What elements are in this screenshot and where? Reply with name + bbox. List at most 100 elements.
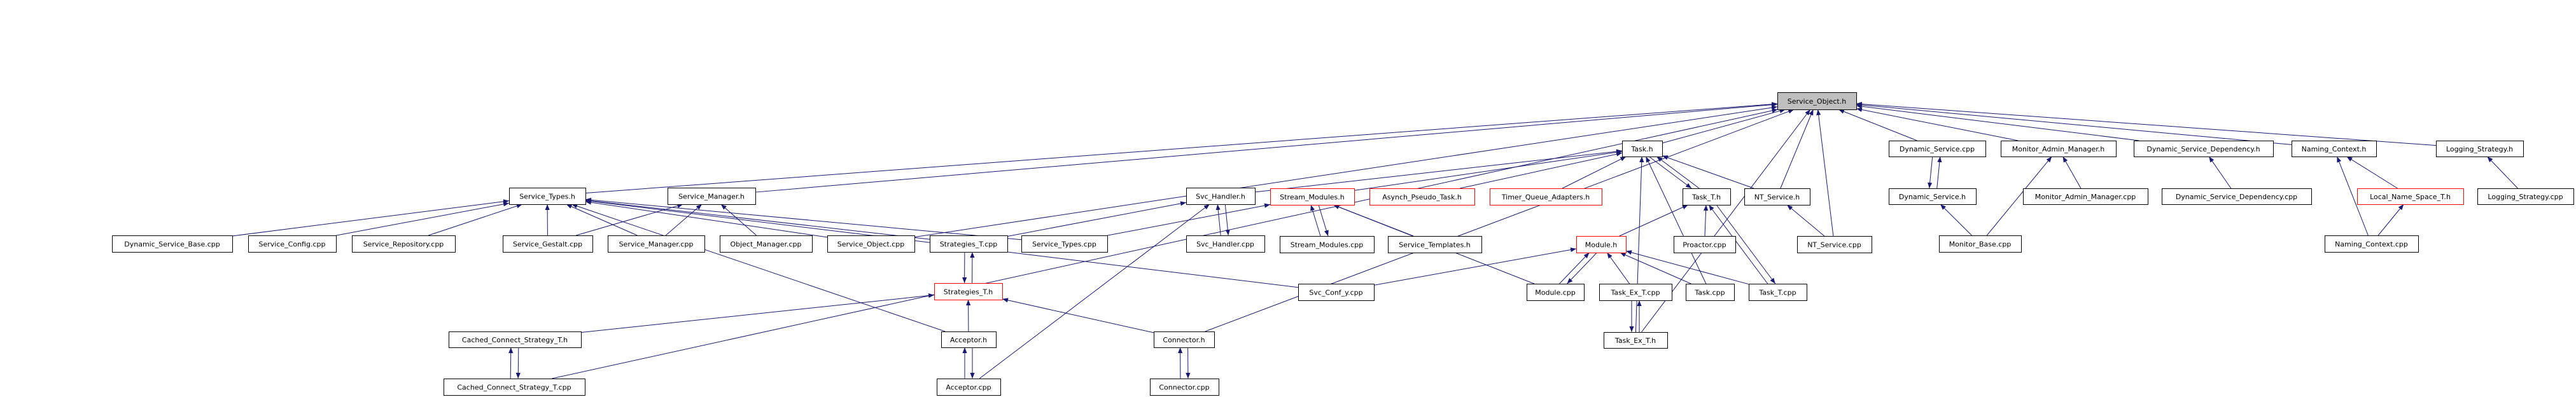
node-naming-context-h[interactable]: Naming_Context.h	[2292, 141, 2377, 157]
node-label: Service_Manager.h	[678, 193, 745, 201]
node-monitor-base-cpp[interactable]: Monitor_Base.cpp	[1939, 235, 2022, 253]
node-nt-service-cpp[interactable]: NT_Service.cpp	[1797, 236, 1872, 253]
node-label: Connector.cpp	[1159, 384, 1209, 392]
node-label: Dynamic_Service.cpp	[1900, 145, 1975, 153]
node-box	[1154, 331, 1215, 348]
node-label: Monitor_Base.cpp	[1949, 240, 2012, 249]
node-label: Service_Types.cpp	[1032, 240, 1096, 249]
node-connector-h[interactable]: Connector.h	[1154, 331, 1215, 348]
node-label: Stream_Modules.cpp	[1291, 241, 1364, 249]
node-dynamic-service-cpp[interactable]: Dynamic_Service.cpp	[1889, 141, 1986, 157]
node-label: Dynamic_Service_Base.cpp	[124, 240, 220, 249]
node-task-t-h[interactable]: Task_T.h	[1683, 188, 1731, 205]
edge-local-name-space-t-h-to-naming-context-h	[2346, 156, 2398, 189]
node-strategies-t-h[interactable]: Strategies_T.h	[934, 283, 1003, 300]
node-strategies-t-cpp[interactable]: Strategies_T.cpp	[930, 235, 1008, 253]
edge-svc-handler-cpp-to-svc-handler-h	[1215, 204, 1221, 236]
node-logging-strategy-h[interactable]: Logging_Strategy.h	[2436, 141, 2524, 157]
node-label: Naming_Context.cpp	[2335, 240, 2408, 249]
node-local-name-space-t-h[interactable]: Local_Name_Space_T.h	[2357, 188, 2464, 205]
node-label: Service_Repository.cpp	[363, 240, 444, 249]
node-dynamic-service-dependency-cpp[interactable]: Dynamic_Service_Dependency.cpp	[2162, 188, 2312, 205]
edge-timer-queue-adapters-h-to-task-h	[1562, 156, 1627, 189]
node-service-config-cpp[interactable]: Service_Config.cpp	[248, 235, 337, 253]
node-naming-context-cpp[interactable]: Naming_Context.cpp	[2325, 235, 2419, 253]
node-connector-cpp[interactable]: Connector.cpp	[1150, 379, 1219, 396]
edge-nt-service-cpp-to-service-object-h	[1816, 109, 1834, 237]
edge-proactor-cpp-to-task-t-h	[1704, 204, 1709, 237]
edge-task-t-cpp-to-task-t-h	[1708, 204, 1768, 284]
node-logging-strategy-cpp[interactable]: Logging_Strategy.cpp	[2477, 188, 2574, 205]
edge-connector-h-to-strategies-t-h	[1002, 298, 1154, 333]
node-svc-handler-h[interactable]: Svc_Handler.h	[1186, 188, 1256, 205]
node-box	[1490, 188, 1602, 205]
node-stream-modules-cpp[interactable]: Stream_Modules.cpp	[1280, 236, 1375, 253]
edge-strategies-t-cpp-to-svc-handler-h	[1007, 201, 1187, 237]
edge-task-t-h-to-task-h	[1656, 156, 1700, 189]
node-cached-connect-strategy-t-cpp[interactable]: Cached_Connect_Strategy_T.cpp	[444, 379, 585, 396]
node-service-gestalt-cpp[interactable]: Service_Gestalt.cpp	[503, 235, 593, 253]
node-box	[941, 331, 997, 348]
node-box	[1889, 141, 1986, 157]
node-timer-queue-adapters-h[interactable]: Timer_Queue_Adapters.h	[1490, 188, 1602, 205]
edge-naming-context-cpp-to-naming-context-h	[2336, 156, 2369, 236]
node-object-manager-cpp[interactable]: Object_Manager.cpp	[720, 235, 813, 253]
node-box	[248, 235, 337, 253]
edges-layer	[232, 102, 2518, 379]
node-service-templates-h[interactable]: Service_Templates.h	[1388, 236, 1482, 253]
node-service-object-cpp[interactable]: Service_Object.cpp	[827, 235, 915, 253]
node-task-t-cpp[interactable]: Task_T.cpp	[1749, 284, 1807, 301]
node-dynamic-service-h[interactable]: Dynamic_Service.h	[1889, 188, 1977, 205]
node-cached-connect-strategy-t-h[interactable]: Cached_Connect_Strategy_T.h	[449, 331, 582, 348]
node-asynch-pseudo-task-h[interactable]: Asynch_Pseudo_Task.h	[1369, 188, 1475, 205]
node-task-cpp[interactable]: Task.cpp	[1686, 284, 1735, 301]
node-dynamic-service-dependency-h[interactable]: Dynamic_Service_Dependency.h	[2134, 141, 2274, 157]
node-acceptor-cpp[interactable]: Acceptor.cpp	[937, 379, 1001, 396]
edge-task-ex-t-h-to-task-h	[1635, 156, 1644, 333]
node-box	[1889, 188, 1977, 205]
node-proactor-cpp[interactable]: Proactor.cpp	[1674, 236, 1736, 253]
node-service-object-h[interactable]: Service_Object.h	[1777, 92, 1857, 110]
edge-nt-service-h-to-service-object-h	[1780, 109, 1814, 189]
node-service-repository-cpp[interactable]: Service_Repository.cpp	[352, 235, 456, 253]
edge-service-gestalt-cpp-to-service-manager-h	[575, 204, 683, 236]
edge-acceptor-cpp-to-svc-handler-h	[979, 204, 1210, 379]
node-box	[1527, 284, 1585, 301]
node-monitor-admin-manager-h[interactable]: Monitor_Admin_Manager.h	[2001, 141, 2117, 157]
node-box	[2001, 141, 2117, 157]
node-box	[1298, 284, 1375, 301]
edge-service-manager-h-to-service-object-h	[755, 102, 1778, 193]
node-stream-modules-h[interactable]: Stream_Modules.h	[1270, 188, 1355, 205]
node-nt-service-h[interactable]: NT_Service.h	[1744, 188, 1810, 205]
node-box	[2325, 235, 2419, 253]
node-task-ex-t-h[interactable]: Task_Ex_T.h	[1604, 332, 1668, 349]
node-box	[1186, 188, 1256, 205]
edge-object-manager-cpp-to-service-manager-h	[720, 204, 757, 236]
edge-task-h-to-service-object-h	[1662, 108, 1786, 144]
edge-task-cpp-to-task-h	[1645, 156, 1707, 284]
node-label: Svc_Conf_y.cpp	[1309, 289, 1362, 297]
node-svc-conf-y-cpp[interactable]: Svc_Conf_y.cpp	[1298, 284, 1375, 301]
node-monitor-admin-manager-cpp[interactable]: Monitor_Admin_Manager.cpp	[2023, 188, 2148, 205]
node-module-h[interactable]: Module.h	[1576, 236, 1627, 253]
node-task-h[interactable]: Task.h	[1622, 141, 1663, 157]
node-label: Strategies_T.cpp	[940, 240, 998, 249]
node-task-ex-t-cpp[interactable]: Task_Ex_T.cpp	[1599, 284, 1672, 301]
node-module-cpp[interactable]: Module.cpp	[1527, 284, 1585, 301]
edge-service-object-cpp-to-service-object-h	[914, 105, 1778, 238]
node-service-types-h[interactable]: Service_Types.h	[509, 188, 586, 205]
node-box	[509, 188, 586, 205]
node-svc-handler-cpp[interactable]: Svc_Handler.cpp	[1186, 235, 1265, 253]
edge-naming-context-h-to-service-object-h	[1856, 102, 2292, 145]
node-box	[503, 235, 593, 253]
node-service-types-cpp[interactable]: Service_Types.cpp	[1021, 235, 1108, 253]
edge-cached-connect-strategy-t-cpp-to-service-object-h	[552, 108, 1778, 379]
edge-service-repository-cpp-to-service-types-h	[428, 204, 522, 236]
node-acceptor-h[interactable]: Acceptor.h	[941, 331, 997, 348]
edge-acceptor-h-to-service-types-h	[571, 204, 946, 332]
node-dynamic-service-base-cpp[interactable]: Dynamic_Service_Base.cpp	[112, 235, 233, 253]
node-label: Service_Templates.h	[1399, 241, 1471, 249]
node-service-manager-h[interactable]: Service_Manager.h	[668, 188, 756, 205]
node-service-manager-cpp[interactable]: Service_Manager.cpp	[608, 235, 705, 253]
